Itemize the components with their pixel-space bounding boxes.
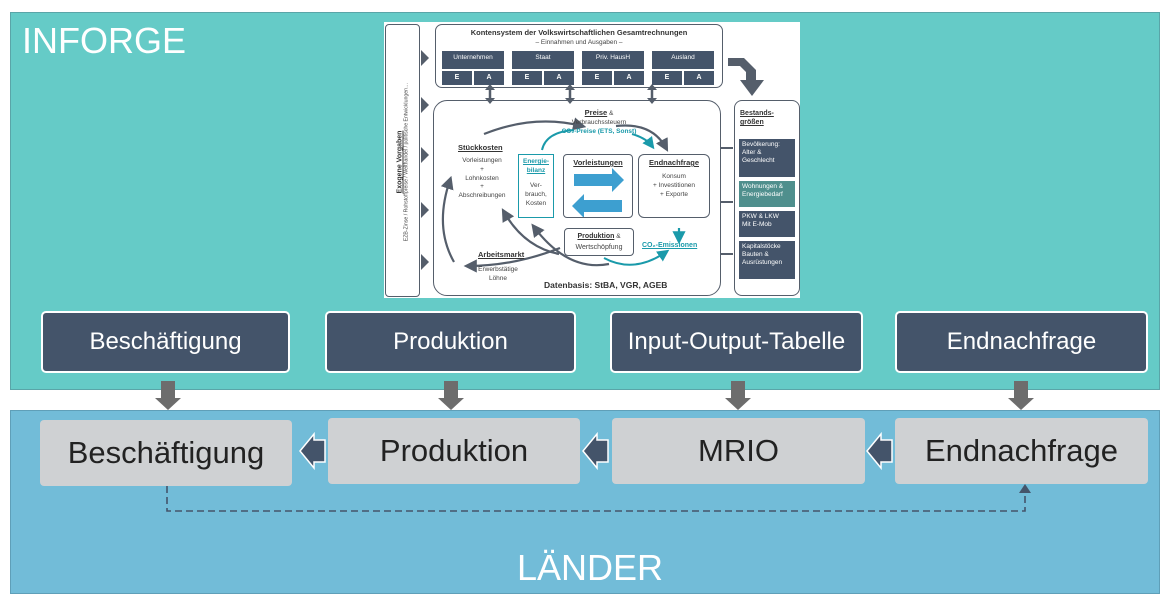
stock-links xyxy=(721,147,733,255)
stock-kapitalstoecke: Kapitalstöcke Bauten & Ausrüstungen xyxy=(739,241,795,279)
left-arrows xyxy=(299,431,893,471)
inforge-title: INFORGE xyxy=(22,20,187,61)
model-figure-arrows xyxy=(421,50,764,273)
arbeitsmarkt-title: Arbeitsmarkt xyxy=(478,250,525,259)
inforge-module-produktion: Produktion xyxy=(325,311,576,373)
stueckkosten-title: Stückkosten xyxy=(458,143,503,152)
laender-module-mrio: MRIO xyxy=(612,418,865,484)
feedback-arrow-head xyxy=(1019,484,1031,493)
vgr-header-sub: – Einnahmen und Ausgaben – xyxy=(535,39,623,46)
model-figure: Exogene Vorgaben EZB-Zinse / Rohstoffpre… xyxy=(384,22,800,298)
flow-arrows xyxy=(440,117,686,273)
vgr-header-box: Kontensystem der Volkswirtschaftlichen G… xyxy=(435,24,723,88)
bestand-title: Bestands- größen xyxy=(740,110,774,127)
inforge-module-beschaeftigung: Beschäftigung xyxy=(41,311,290,373)
preise-line2: Verbrauchssteuern xyxy=(571,118,627,126)
sector-ausland: Ausland E A xyxy=(652,51,714,85)
co2-flow-arrows xyxy=(541,129,670,266)
down-arrows xyxy=(155,381,1034,410)
exo-bar: Exogene Vorgaben EZB-Zinse / Rohstoffpre… xyxy=(385,24,420,297)
arbeitsmarkt-text: Erwerbstätige Löhne xyxy=(478,266,518,282)
vgr-header-title: Kontensystem der Volkswirtschaftlichen G… xyxy=(470,28,688,37)
co2-emissionen: CO₂-Emissionen xyxy=(642,242,698,249)
cycle-icon xyxy=(572,168,624,218)
exo-arrows xyxy=(421,50,429,270)
endnachfrage-box: Endnachfrage Konsum + Investitionen + Ex… xyxy=(638,154,710,218)
sector-staat: Staat E A xyxy=(512,51,574,85)
vorleistungen-box: Vorleistungen xyxy=(563,154,633,218)
stueckkosten-text: Vorleistungen + Lohnkosten + Abschreibun… xyxy=(458,157,506,200)
stock-wohnungen: Wohnungen & Energiebedarf xyxy=(739,181,795,207)
laender-module-produktion: Produktion xyxy=(328,418,580,484)
inforge-module-io-tabelle: Input-Output-Tabelle xyxy=(610,311,863,373)
sector-unternehmen: Unternehmen E A xyxy=(442,51,504,85)
preise-title: Preise xyxy=(584,108,608,117)
preise-block: Preise & Verbrauchssteuern CO₂-Preise (E… xyxy=(544,108,654,136)
laender-module-beschaeftigung: Beschäftigung xyxy=(40,420,292,486)
datenbasis: Datenbasis: StBA, VGR, AGEB xyxy=(544,280,668,290)
laender-module-endnachfrage: Endnachfrage xyxy=(895,418,1148,484)
core-model-box xyxy=(433,100,721,296)
inforge-module-endnachfrage: Endnachfrage xyxy=(895,311,1148,373)
laender-title: LÄNDER xyxy=(516,547,664,588)
produktion-box: Produktion & Wertschöpfung xyxy=(564,228,634,256)
bestandsgroessen-box: Bestands- größen Bevölkerung: Alter & Ge… xyxy=(734,100,800,296)
co2-preise: CO₂-Preise (ETS, Sonst) xyxy=(561,127,637,135)
stock-bevoelkerung: Bevölkerung: Alter & Geschlecht xyxy=(739,139,795,177)
stock-pkw-lkw: PKW & LKW Mit E-Mob xyxy=(739,211,795,237)
sector-priv-haush: Priv. HausH E A xyxy=(582,51,644,85)
feedback-dashed-line xyxy=(166,486,1026,512)
energiebilanz-box: Energie- bilanz Ver- brauch, Kosten xyxy=(518,154,554,218)
corner-arrow xyxy=(728,58,764,96)
